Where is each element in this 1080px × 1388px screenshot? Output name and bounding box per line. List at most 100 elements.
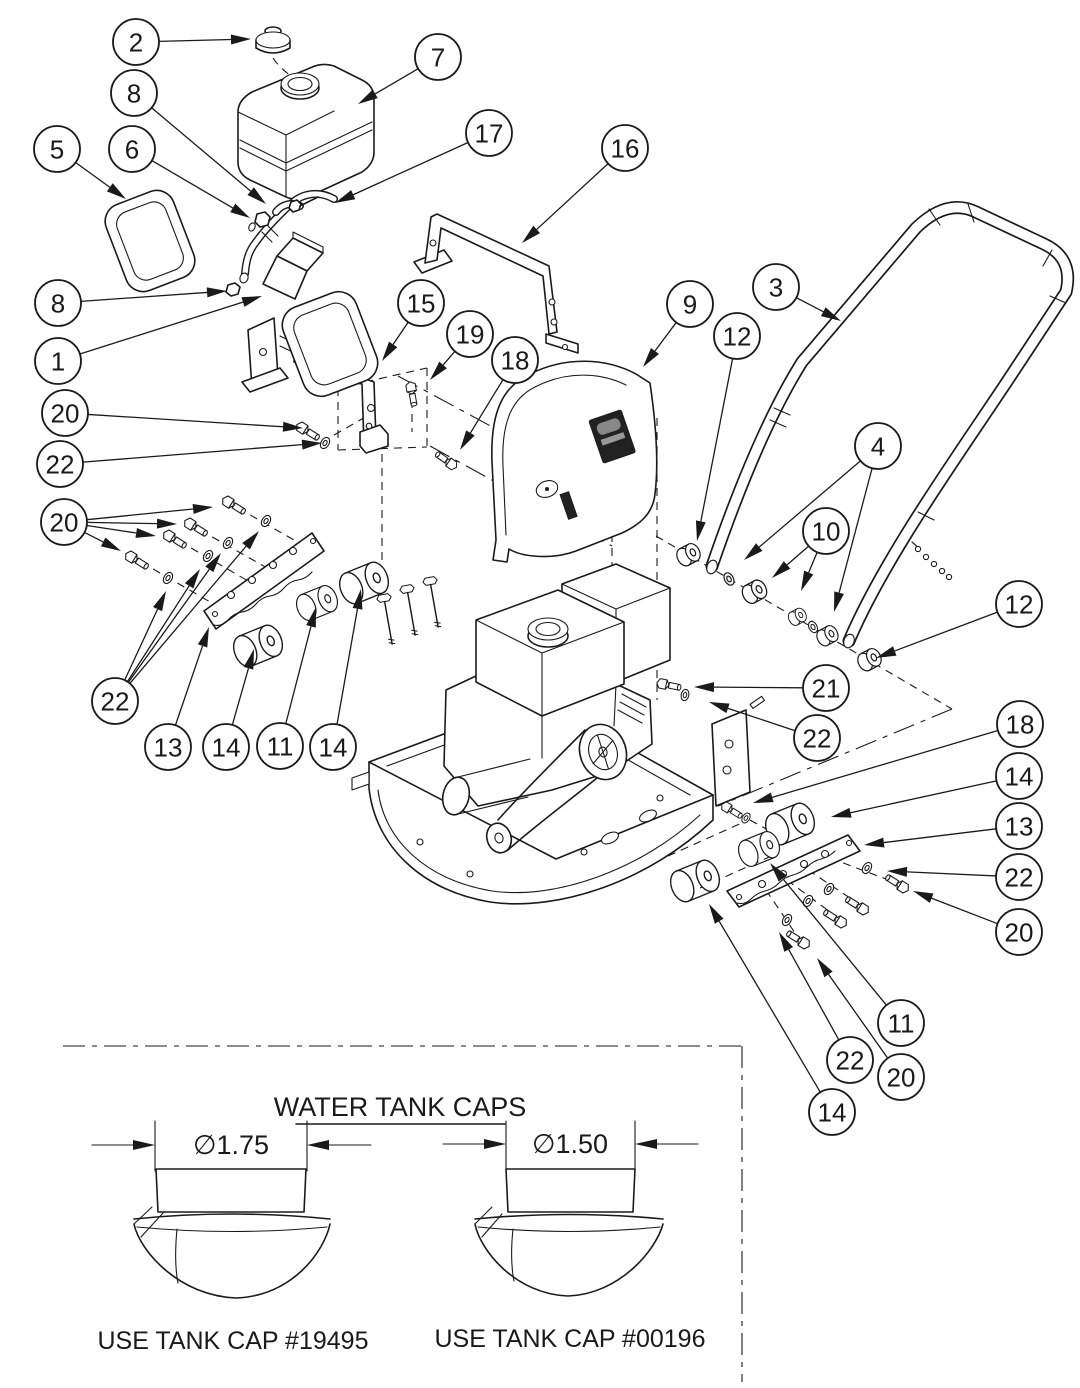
right-isolator-plate	[726, 834, 861, 908]
callout-number: 2	[129, 27, 143, 57]
leader-arrowhead	[358, 89, 378, 104]
callout-number: 13	[1005, 811, 1034, 841]
leader-arrowhead	[335, 190, 356, 203]
callout-22: 22	[709, 702, 841, 762]
callout-number: 21	[812, 673, 841, 703]
leader-arrowhead	[100, 537, 121, 551]
leader-arrowhead	[241, 296, 262, 307]
callout-balloon	[34, 279, 82, 327]
leader-arrowhead	[887, 866, 908, 877]
callout-balloon	[826, 1036, 874, 1084]
bolt-19	[404, 380, 420, 408]
leader-arrowhead	[135, 528, 156, 538]
leader-arrowhead	[184, 569, 200, 589]
callout-balloon	[802, 507, 850, 555]
leader-line	[469, 379, 504, 434]
callout-number: 15	[407, 288, 436, 318]
callout-14: 14	[309, 589, 363, 771]
upper-bracket-16	[413, 213, 579, 354]
leader-line	[124, 608, 159, 681]
callout-20: 20	[40, 498, 213, 551]
callout-number: 20	[1005, 917, 1034, 947]
callout-number: 11	[888, 1008, 915, 1038]
callout-13: 13	[144, 627, 209, 771]
callout-balloon	[808, 1088, 856, 1136]
callout-balloon	[996, 700, 1044, 748]
callout-8: 8	[110, 69, 266, 204]
cap-use-label-19495: USE TANK CAP #19495	[98, 1327, 369, 1355]
bolt-20a	[293, 419, 322, 444]
callout-balloon	[256, 722, 304, 770]
callout-number: 22	[803, 723, 832, 753]
leader-line	[883, 828, 997, 844]
callout-balloon	[110, 69, 158, 117]
tank-pad	[104, 189, 196, 293]
callout-number: 14	[319, 732, 348, 762]
callout-balloon	[144, 723, 192, 771]
leader-arrowhead	[820, 307, 841, 321]
leader-arrowhead	[153, 591, 166, 612]
leader-arrowhead	[643, 347, 659, 367]
leader-line	[285, 626, 312, 724]
leader-line	[931, 897, 998, 925]
leader-arrowhead	[230, 203, 250, 218]
leader-arrowhead	[817, 958, 833, 978]
leader-arrowhead	[282, 421, 303, 432]
leader-line	[758, 460, 861, 548]
drain-hose	[225, 189, 338, 297]
leader-line	[231, 668, 250, 726]
water-tank-caps-section: WATER TANK CAPS ∅1.75 USE TANK CAP #1949…	[63, 1045, 743, 1382]
callout-balloon	[995, 802, 1043, 850]
leader-arrowhead	[913, 891, 934, 903]
callout-balloon	[465, 109, 513, 157]
leader-line	[828, 973, 889, 1059]
leader-line	[82, 443, 303, 463]
leader-line	[151, 160, 234, 209]
callout-number: 18	[501, 345, 530, 375]
callout-22: 22	[36, 439, 322, 488]
leader-line	[374, 68, 419, 95]
callout-8: 8	[34, 279, 227, 327]
callout-number: 14	[1005, 761, 1034, 791]
leader-line	[536, 163, 609, 230]
callout-11: 11	[770, 863, 925, 1047]
callout-number: 4	[871, 431, 885, 461]
shock-mount-14a	[228, 621, 288, 671]
leader-arrowhead	[247, 187, 266, 204]
callout-balloon	[802, 664, 850, 712]
callout-11: 11	[256, 607, 316, 770]
leader-arrowhead	[694, 682, 715, 693]
leader-arrowhead	[205, 553, 221, 573]
callout-number: 18	[1006, 709, 1035, 739]
tank-fitting	[248, 196, 319, 232]
callout-number: 10	[812, 516, 841, 546]
leader-line	[727, 707, 796, 732]
callout-number: 17	[475, 118, 504, 148]
leader-arrowhead	[460, 430, 475, 450]
leader-line	[127, 568, 210, 683]
right-isolator-hardware	[655, 677, 912, 952]
leader-line	[352, 141, 469, 196]
callout-balloon	[91, 677, 139, 725]
callout-balloon	[40, 498, 88, 546]
leader-arrowhead	[522, 225, 541, 243]
callout-balloon	[36, 440, 84, 488]
leader-arrowhead	[242, 531, 259, 550]
callout-balloon	[108, 125, 156, 173]
leader-arrowhead	[744, 543, 763, 560]
leader-line	[80, 291, 208, 303]
leader-arrowhead	[192, 504, 213, 514]
callout-balloon	[446, 310, 494, 358]
leader-arrowhead	[779, 932, 794, 952]
section-title: WATER TANK CAPS	[274, 1092, 527, 1122]
leader-arrowhead	[834, 591, 844, 612]
callout-21: 21	[694, 664, 850, 712]
leader-line	[782, 878, 887, 1006]
callout-number: 8	[127, 78, 141, 108]
callout-number: 11	[267, 731, 294, 761]
leader-arrowhead	[382, 341, 398, 361]
bolt-18a	[433, 449, 460, 472]
leader-arrowhead	[301, 439, 322, 450]
